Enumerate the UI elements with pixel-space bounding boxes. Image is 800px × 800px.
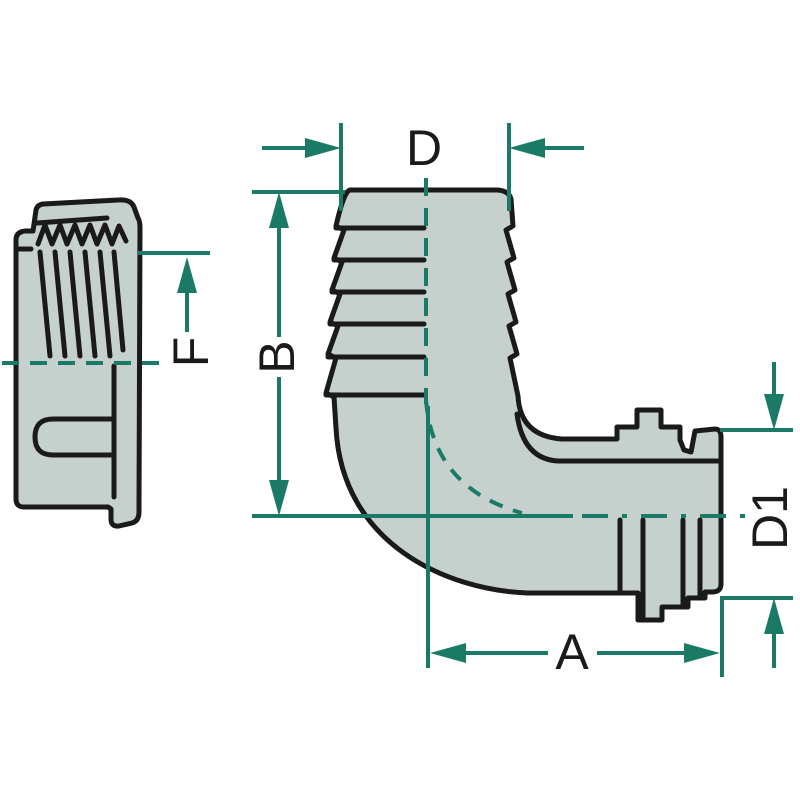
d-arrow-right-head xyxy=(509,138,545,158)
dim-label-f: F xyxy=(163,337,219,368)
dimension-d1: D1 xyxy=(720,362,798,668)
centerline-bore-arc xyxy=(424,399,523,515)
dim-label-a: A xyxy=(555,624,589,680)
b-arrow-down-head xyxy=(269,480,289,516)
nut-slot xyxy=(32,416,115,458)
a-arrow-right-head xyxy=(684,643,720,663)
nut-thread-crests xyxy=(35,222,129,247)
nut-body xyxy=(13,197,143,529)
f-arrow-head xyxy=(177,257,197,293)
dim-label-d1: D1 xyxy=(742,486,798,550)
dimension-a: A xyxy=(426,406,724,680)
nut-figure xyxy=(13,197,143,529)
a-arrow-left-head xyxy=(430,643,466,663)
elbow-figure xyxy=(323,187,724,623)
nut-cap-line xyxy=(34,215,110,226)
barb-ridge-lines xyxy=(323,225,427,398)
dimension-b: B xyxy=(249,190,573,518)
d1-arrow-down-head xyxy=(764,394,784,430)
d1-arrow-up-head xyxy=(764,598,784,634)
dimension-f: F xyxy=(138,251,219,368)
b-arrow-up-head xyxy=(269,192,289,228)
elbow-inner-corner-line xyxy=(514,411,722,464)
d-arrow-left-head xyxy=(305,138,341,158)
dim-label-b: B xyxy=(249,340,305,373)
nut-thread-flanks xyxy=(37,249,126,359)
elbow-body xyxy=(323,187,724,623)
right-barb-ridge-lines xyxy=(617,517,703,621)
dimension-d: D xyxy=(262,120,584,211)
dim-label-d: D xyxy=(406,120,442,176)
centerlines xyxy=(2,178,748,518)
